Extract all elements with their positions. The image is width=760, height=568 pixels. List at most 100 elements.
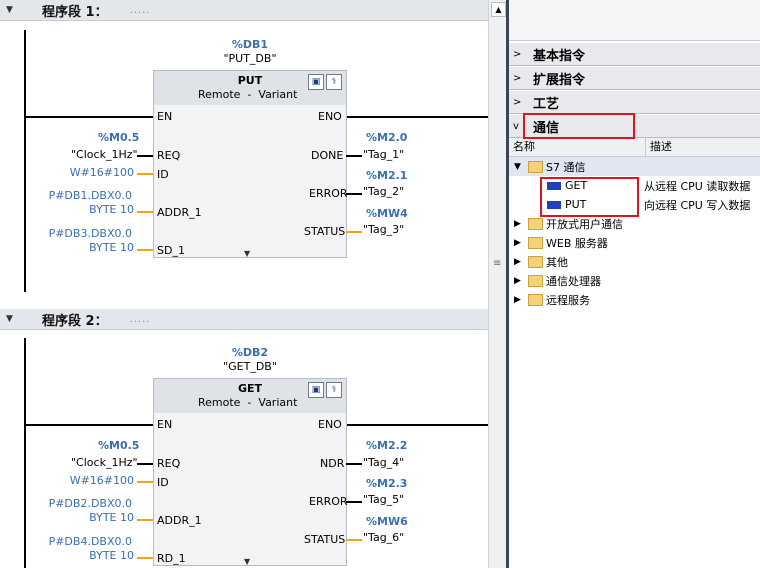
rd1-operand-line2[interactable]: BYTE 10 — [89, 549, 134, 562]
status-wire — [346, 539, 362, 541]
pin-addr1: ADDR_1 — [157, 206, 202, 219]
collapse-icon[interactable]: ▼ — [6, 5, 13, 15]
req-operand-address[interactable]: %M0.5 — [98, 131, 140, 144]
column-description[interactable]: 描述 — [650, 140, 672, 153]
status-operand-address[interactable]: %MW6 — [366, 515, 408, 528]
section-extended-instructions[interactable]: > 扩展指令 — [509, 67, 760, 90]
chevron-right-icon[interactable]: ▶ — [514, 237, 521, 248]
error-wire — [346, 193, 362, 195]
tree-item-put[interactable]: PUT 向远程 CPU 写入数据 — [509, 195, 760, 214]
network-2-header[interactable]: ▼ 程序段 2： ..... — [0, 309, 488, 330]
en-wire — [24, 424, 154, 426]
network-1-title: 程序段 1： — [42, 4, 108, 20]
instruction-block-icon — [547, 200, 561, 209]
done-operand-address[interactable]: %M2.0 — [366, 131, 408, 144]
section-technology[interactable]: > 工艺 — [509, 91, 760, 114]
rd1-wire — [137, 557, 153, 559]
pin-error: ERROR — [309, 187, 348, 200]
id-wire — [137, 173, 153, 175]
tree-item-open-user-communication[interactable]: ▶ 开放式用户通信 — [514, 217, 623, 231]
put-description: 向远程 CPU 写入数据 — [644, 198, 751, 212]
en-wire — [24, 116, 154, 118]
sd1-operand-line2[interactable]: BYTE 10 — [89, 241, 134, 254]
chevron-right-icon: > — [513, 96, 522, 108]
error-operand-address[interactable]: %M2.1 — [366, 169, 408, 182]
expand-pins-icon[interactable]: ▼ — [244, 249, 251, 258]
done-operand-name[interactable]: "Tag_1" — [363, 148, 405, 161]
id-operand[interactable]: W#16#100 — [69, 166, 134, 179]
section-basic-instructions[interactable]: > 基本指令 — [509, 43, 760, 66]
config-icon[interactable]: ▣ — [308, 382, 324, 398]
pin-id: ID — [157, 168, 169, 181]
error-operand-address[interactable]: %M2.3 — [366, 477, 408, 490]
tree-item-get[interactable]: GET 从远程 CPU 读取数据 — [509, 176, 760, 195]
scroll-up-icon[interactable]: ▲ — [491, 2, 506, 17]
addr1-operand-line1[interactable]: P#DB2.DBX0.0 — [48, 497, 132, 510]
block-subtitle: Remote - Variant — [198, 88, 298, 101]
network-2-comment[interactable]: ..... — [129, 313, 151, 325]
eno-wire — [346, 116, 488, 118]
tree-item-others[interactable]: ▶ 其他 — [514, 255, 568, 269]
tree-item-remote-service[interactable]: ▶ 远程服务 — [514, 293, 590, 307]
pin-en: EN — [157, 418, 173, 431]
status-operand-name[interactable]: "Tag_3" — [363, 223, 405, 236]
rd1-operand-line1[interactable]: P#DB4.DBX0.0 — [48, 535, 132, 548]
instance-db-name[interactable]: "PUT_DB" — [223, 52, 277, 65]
req-wire — [137, 463, 153, 465]
get-block[interactable]: GET Remote - Variant ▣ ⚕ ▼ — [153, 378, 347, 566]
pin-status: STATUS — [304, 533, 346, 546]
req-operand-address[interactable]: %M0.5 — [98, 439, 140, 452]
instance-db-address[interactable]: %DB1 — [231, 38, 269, 51]
addr1-operand-line1[interactable]: P#DB1.DBX0.0 — [48, 189, 132, 202]
panel-divider[interactable] — [506, 0, 509, 568]
addr1-wire — [137, 519, 153, 521]
instance-db-name[interactable]: "GET_DB" — [223, 360, 277, 373]
error-operand-name[interactable]: "Tag_5" — [363, 493, 405, 506]
req-operand-name[interactable]: "Clock_1Hz" — [71, 456, 138, 469]
req-operand-name[interactable]: "Clock_1Hz" — [71, 148, 138, 161]
status-operand-name[interactable]: "Tag_6" — [363, 531, 405, 544]
expand-pins-icon[interactable]: ▼ — [244, 557, 251, 566]
req-wire — [137, 155, 153, 157]
network-1-comment[interactable]: ..... — [129, 4, 151, 16]
chevron-down-icon[interactable]: ▼ — [514, 161, 521, 172]
pin-ndr: NDR — [320, 457, 345, 470]
config-icon[interactable]: ▣ — [308, 74, 324, 90]
left-power-rail — [24, 30, 26, 292]
error-operand-name[interactable]: "Tag_2" — [363, 185, 405, 198]
folder-icon — [528, 293, 543, 306]
put-block[interactable]: PUT Remote - Variant ▣ ⚕ ▼ — [153, 70, 347, 258]
column-name[interactable]: 名称 — [509, 138, 646, 156]
folder-icon — [528, 274, 543, 287]
instruction-block-icon — [547, 181, 561, 190]
diagnostics-icon[interactable]: ⚕ — [326, 74, 342, 90]
chevron-right-icon[interactable]: ▶ — [514, 256, 521, 267]
pin-en: EN — [157, 110, 173, 123]
addr1-operand-line2[interactable]: BYTE 10 — [89, 511, 134, 524]
eno-wire — [346, 424, 488, 426]
folder-icon — [528, 217, 543, 230]
status-operand-address[interactable]: %MW4 — [366, 207, 408, 220]
folder-icon — [528, 255, 543, 268]
addr1-operand-line2[interactable]: BYTE 10 — [89, 203, 134, 216]
collapse-icon[interactable]: ▼ — [6, 314, 13, 324]
tree-item-s7-communication[interactable]: ▼ S7 通信 — [509, 157, 760, 176]
chevron-right-icon[interactable]: ▶ — [514, 218, 521, 229]
network-1-header[interactable]: ▼ 程序段 1： ..... — [0, 0, 488, 21]
ndr-operand-name[interactable]: "Tag_4" — [363, 456, 405, 469]
chevron-right-icon[interactable]: ▶ — [514, 294, 521, 305]
folder-icon — [528, 236, 543, 249]
id-operand[interactable]: W#16#100 — [69, 474, 134, 487]
diagnostics-icon[interactable]: ⚕ — [326, 382, 342, 398]
chevron-right-icon[interactable]: ▶ — [514, 275, 521, 286]
vertical-scrollbar[interactable]: ▲ ≡ — [488, 0, 507, 568]
highlight-get-put — [540, 177, 639, 217]
ladder-editor[interactable]: ▼ 程序段 1： ..... %DB1 "PUT_DB" PUT Remote … — [0, 0, 488, 568]
sd1-operand-line1[interactable]: P#DB3.DBX0.0 — [48, 227, 132, 240]
tree-item-communication-processor[interactable]: ▶ 通信处理器 — [514, 274, 601, 288]
block-name: PUT — [237, 74, 263, 87]
tree-item-web-server[interactable]: ▶ WEB 服务器 — [514, 236, 608, 250]
splitter-grip-icon[interactable]: ≡ — [493, 258, 502, 269]
ndr-operand-address[interactable]: %M2.2 — [366, 439, 408, 452]
instance-db-address[interactable]: %DB2 — [231, 346, 269, 359]
